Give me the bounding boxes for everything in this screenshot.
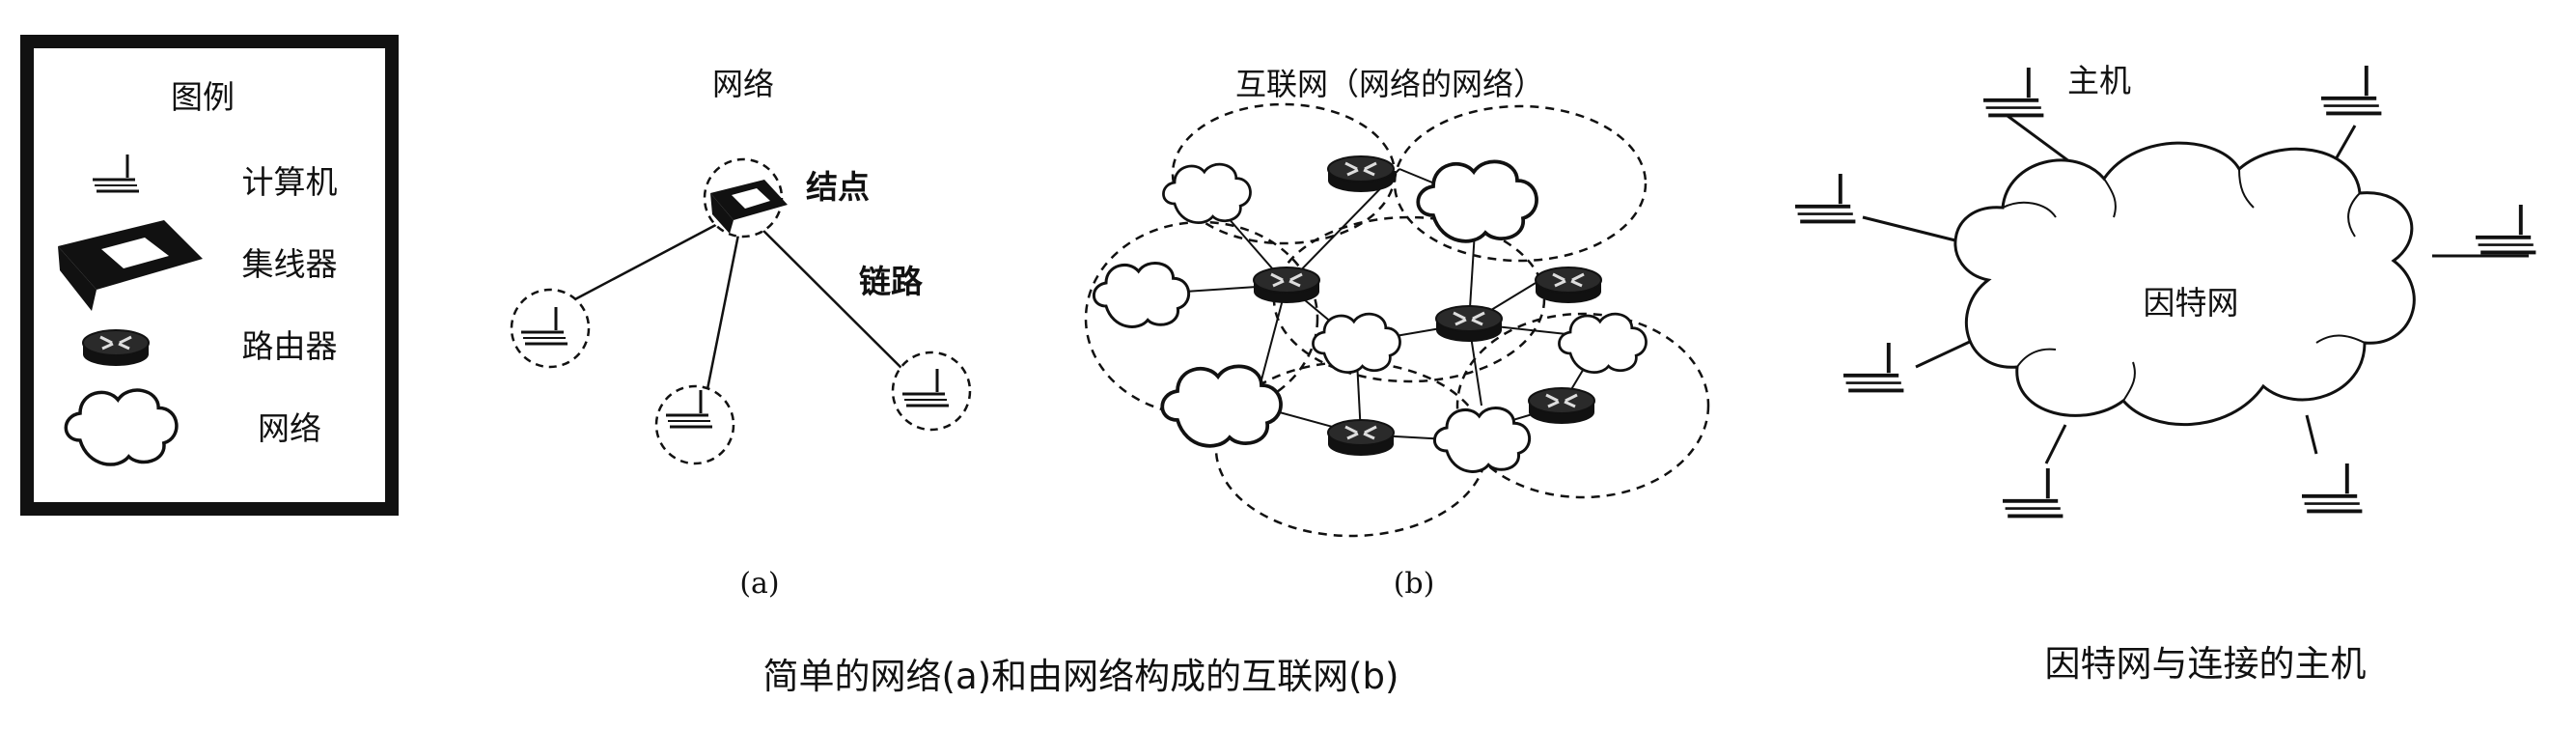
network-cloud-icon (1432, 406, 1532, 473)
diagram-b: 互联网（网络的网络） (1084, 66, 1710, 601)
router-icon (1252, 266, 1321, 305)
router-icon (1326, 154, 1396, 194)
diagram-a-title: 网络 (712, 66, 774, 102)
diagram-b-title: 互联网（网络的网络） (1235, 66, 1544, 102)
diagram-a: 网络 结点 链路 (a) (510, 66, 972, 601)
network-cloud-icon (1558, 312, 1648, 375)
router-icon (1434, 304, 1504, 344)
network-cloud-icon (1160, 364, 1283, 448)
diagram-c: 因特网 主机 因特网与连接的主机 (1793, 62, 2538, 685)
network-cloud-icon (1092, 261, 1191, 328)
legend-title: 图例 (171, 78, 235, 116)
diagram-b-caption: (b) (1394, 567, 1435, 601)
legend-box: 图例 计算机 集线器 路由器 网络 (20, 35, 399, 516)
router-icon (81, 328, 151, 368)
hub-icon (710, 180, 788, 234)
router-icon (1527, 386, 1596, 426)
legend-label-hub: 集线器 (242, 245, 338, 283)
computer-icon (2001, 466, 2065, 519)
caption-ab: 简单的网络(a)和由网络构成的互联网(b) (763, 656, 1399, 697)
network-cloud-icon (1162, 162, 1252, 225)
computer-icon (2300, 462, 2365, 514)
node-label: 结点 (806, 168, 870, 206)
network-cloud-icon (1416, 159, 1538, 243)
computer-icon (1793, 172, 1858, 224)
internet-cloud (1953, 141, 2416, 427)
diagram-c-caption: 因特网与连接的主机 (2045, 643, 2367, 685)
router-icon (1534, 266, 1603, 305)
computer-icon (2474, 203, 2538, 255)
hub-icon (58, 220, 203, 311)
legend-label-computer: 计算机 (242, 163, 338, 201)
internet-label: 因特网 (2144, 284, 2239, 322)
computer-icon (1842, 341, 1906, 393)
link-label: 链路 (859, 263, 924, 300)
diagram-a-caption: (a) (739, 567, 779, 601)
network-cloud-icon (1312, 312, 1401, 375)
router-icon (1326, 418, 1396, 458)
host-label: 主机 (2067, 62, 2131, 99)
legend-label-network: 网络 (258, 409, 321, 447)
computer-icon (2319, 64, 2384, 116)
computer-icon (1981, 66, 2046, 118)
legend-label-router: 路由器 (242, 327, 338, 365)
